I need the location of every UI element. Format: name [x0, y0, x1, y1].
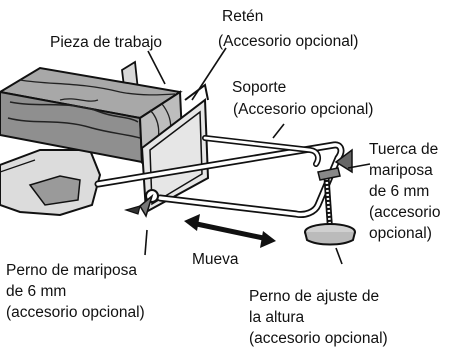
workpiece-label: Pieza de trabajo	[50, 34, 163, 51]
wing-bolt	[123, 189, 159, 218]
stop-title-label: Retén	[222, 8, 264, 25]
wingbolt-label: Perno de mariposa de 6 mm (accesorio opc…	[6, 262, 145, 321]
move-arrow-icon	[184, 214, 276, 248]
stop-note-label: (Accesorio opcional)	[218, 33, 359, 50]
support-note-label: (Accesorio opcional)	[233, 101, 374, 118]
support-title-label: Soporte	[232, 79, 287, 96]
wingnut-label: Tuerca de mariposa de 6 mm (accesorio op…	[369, 141, 441, 242]
wing-nut	[334, 148, 353, 174]
move-label: Mueva	[192, 251, 239, 268]
leader-lines	[144, 47, 371, 265]
saw-base	[0, 60, 139, 217]
height-bolt-label: Perno de ajuste de la altura (accesorio …	[249, 288, 388, 347]
stop-plate	[140, 83, 210, 214]
height-bolt	[304, 167, 356, 246]
